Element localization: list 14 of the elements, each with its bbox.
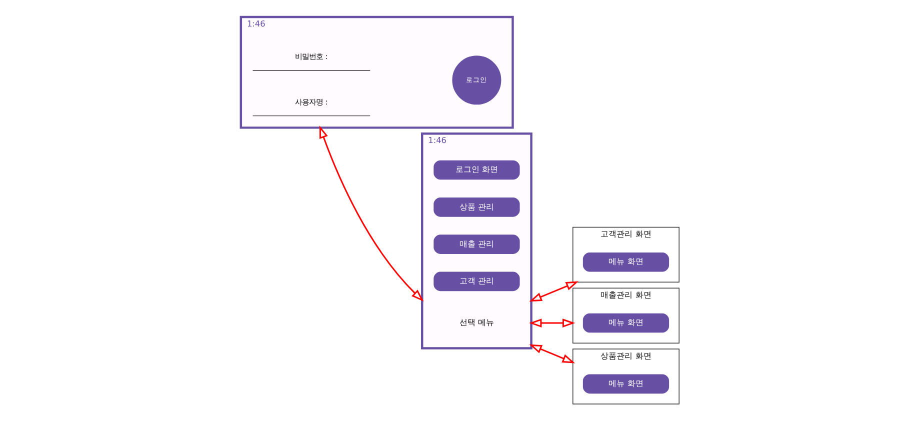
node-text: 선택 메뉴 [459,317,494,328]
node-text: 사용자명 : [295,97,328,106]
node-box: 고객 관리 [434,272,520,292]
node-box: 로그인 화면 [434,160,520,180]
node-box: 매출 관리 [434,234,520,254]
arrow [319,126,424,302]
node-box: 메뉴 화면 [582,374,670,394]
arrow [529,344,575,364]
node-box: 메뉴 화면 [582,252,670,272]
arrow [529,281,579,302]
node-box: 메뉴 화면 [582,313,670,333]
node-box: 상품 관리 [434,198,520,217]
arrow [529,318,576,328]
node-text: 비밀번호 : [295,52,328,61]
